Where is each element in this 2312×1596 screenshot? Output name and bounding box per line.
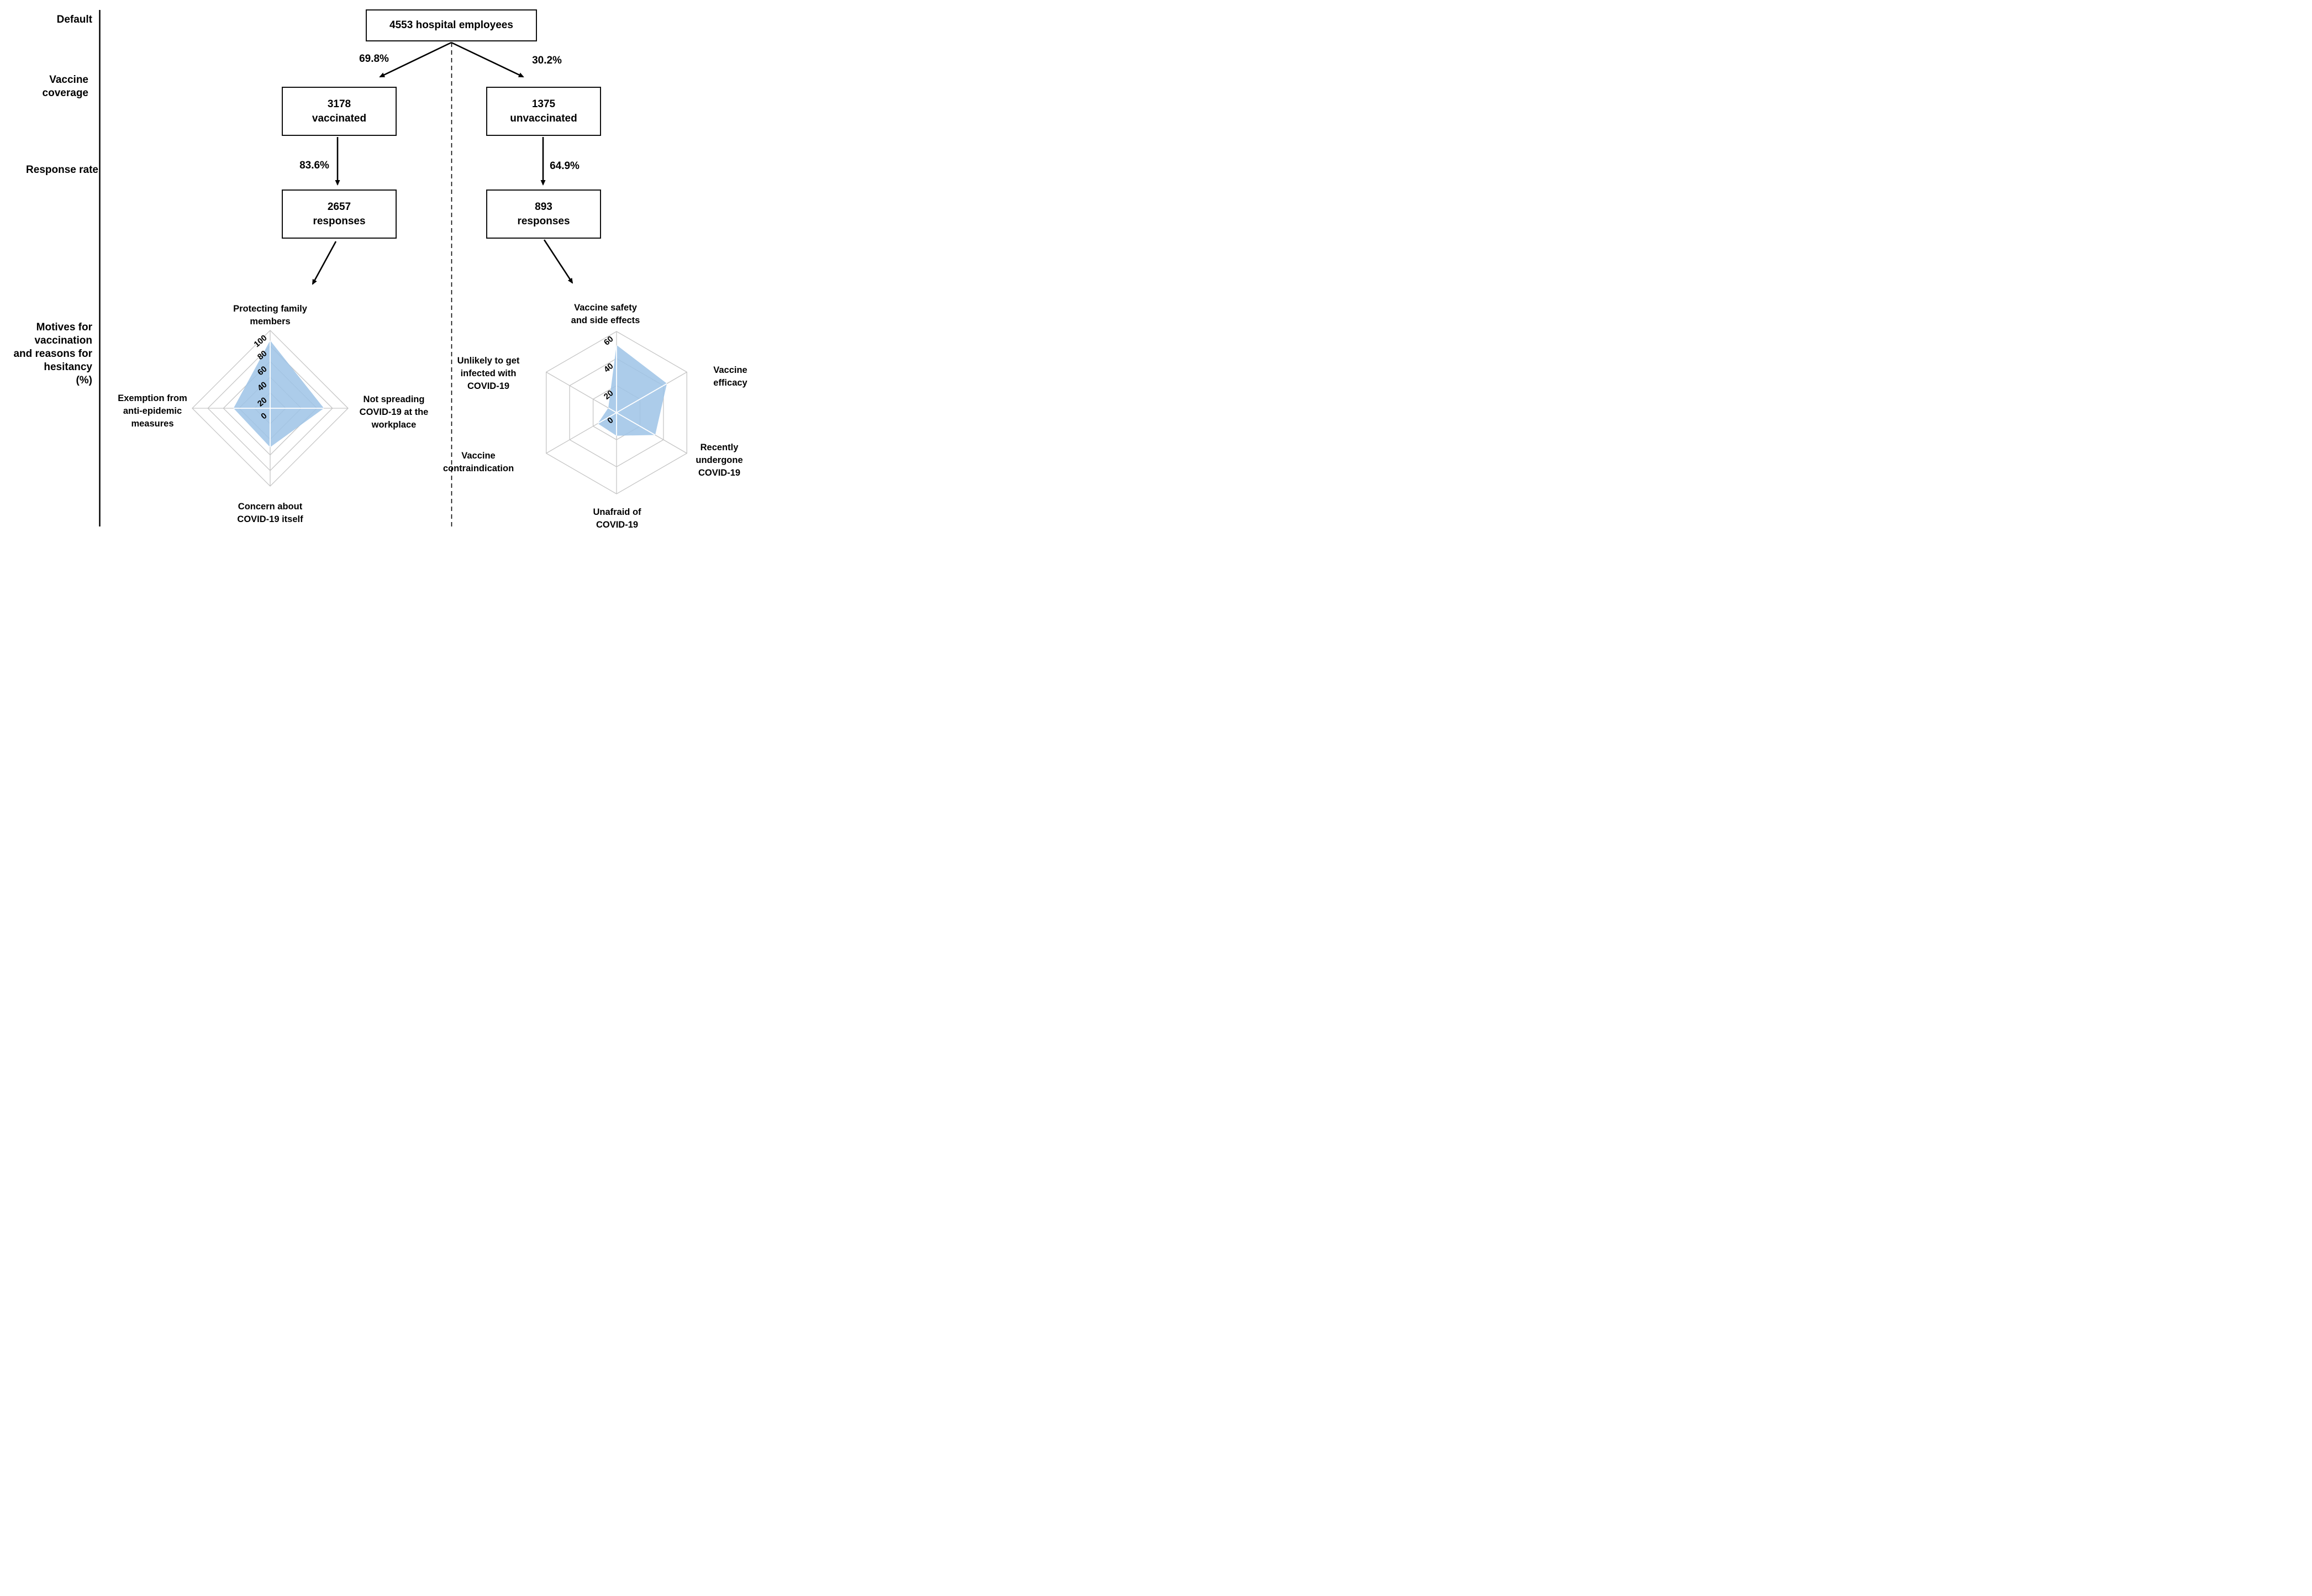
arrow-responses-to-right-radar xyxy=(543,239,573,284)
radar-axis-label: Vaccine contraindication xyxy=(443,451,514,473)
radar-axis-label: Protecting family members xyxy=(233,304,307,326)
radar-axis-label: Concern about COVID-19 itself xyxy=(237,502,303,524)
box-unvaccinated: 1375 unvaccinated xyxy=(486,87,601,136)
arrow-responses-to-left-radar xyxy=(312,241,337,285)
radar-axis-label: Vaccine efficacy xyxy=(713,365,747,388)
radar-axis-spoke-highlight xyxy=(616,412,667,436)
radar-tick-label: 100 xyxy=(252,333,268,349)
radar-axis-label: Unafraid of COVID-19 xyxy=(593,507,641,530)
pct-branch-vaccinated: 69.8% xyxy=(359,53,389,65)
radar-axis-spoke-highlight xyxy=(616,371,667,413)
radar-axis-spoke-highlight xyxy=(598,412,617,436)
box-responses-unvaccinated: 893 responses xyxy=(486,189,601,239)
sidebar-label-response-rate: Response rate xyxy=(26,164,98,176)
arrow-root-to-unvaccinated xyxy=(451,41,524,78)
pct-response-unvaccinated: 64.9% xyxy=(550,160,580,172)
radar-axis-label: Unlikely to get infected with COVID-19 xyxy=(457,356,520,391)
radar-axis-label: Exemption from anti-epidemic measures xyxy=(118,393,187,429)
radar-axis-label: Not spreading COVID-19 at the workplace xyxy=(359,394,429,430)
radar-axis-label: Vaccine safety and side effects xyxy=(571,303,640,325)
box-vaccinated: 3178 vaccinated xyxy=(282,87,397,136)
sidebar-label-motives: Motives for vaccination and reasons for … xyxy=(13,322,92,386)
sidebar-label-default: Default xyxy=(56,14,92,25)
box-responses-vaccinated: 2657 responses xyxy=(282,189,397,239)
radar-tick-label: 60 xyxy=(602,334,615,347)
arrow-root-to-vaccinated xyxy=(379,41,452,78)
box-total-employees: 4553 hospital employees xyxy=(366,9,537,41)
pct-response-vaccinated: 83.6% xyxy=(299,160,329,171)
radar-data-fill xyxy=(233,340,324,447)
figure-canvas: Default Vaccine coverage Response rate M… xyxy=(0,0,771,532)
radar-axis-spoke xyxy=(546,371,617,413)
pct-branch-unvaccinated: 30.2% xyxy=(532,55,562,66)
radar-axis-label: Recently undergone COVID-19 xyxy=(696,443,743,478)
sidebar-label-vaccine-coverage: Vaccine coverage xyxy=(42,74,88,99)
